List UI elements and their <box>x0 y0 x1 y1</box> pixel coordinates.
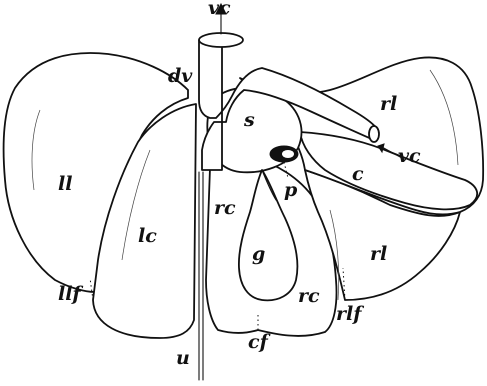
label-g: g <box>252 243 265 265</box>
label-rl-upper: rl <box>380 93 397 115</box>
label-llf: llf <box>58 283 83 305</box>
label-c: c <box>352 163 364 185</box>
label-rc-left: rc <box>214 197 236 219</box>
vena-cava-top-opening <box>199 33 243 47</box>
label-rl-lower: rl <box>370 243 387 265</box>
label-s: s <box>243 109 255 131</box>
label-rc-lower: rc <box>298 285 320 307</box>
label-ll: ll <box>58 173 72 195</box>
label-lc: lc <box>138 225 157 247</box>
label-p: p <box>284 179 298 201</box>
vena-cava-right-opening <box>369 126 379 142</box>
label-cf: cf <box>248 331 271 353</box>
label-vc-top: vc <box>208 0 231 19</box>
label-rlf: rlf <box>336 303 364 325</box>
portal-vein-lumen <box>282 150 294 158</box>
label-u: u <box>176 347 190 369</box>
label-vc-right: vc <box>398 145 421 167</box>
label-dv: dv <box>168 65 193 87</box>
